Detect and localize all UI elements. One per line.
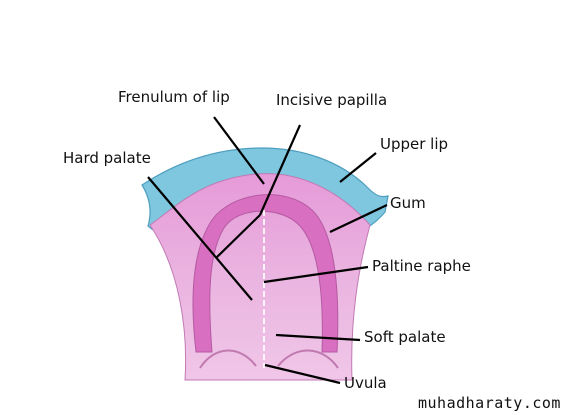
label-upper-lip: Upper lip [380,135,449,153]
label-incisive-papilla: Incisive papilla [276,91,388,109]
leader-raphe [263,265,369,284]
leader-soft-palate [275,333,361,342]
label-frenulum-of-lip: Frenulum of lip [118,88,230,106]
gum-shape [192,194,339,353]
label-hard-palate: Hard palate [63,149,151,167]
label-gum: Gum [390,194,426,212]
leader-gum [329,204,388,233]
soft-palate-curves [199,349,339,369]
leader-frenulum [213,116,265,185]
label-uvula: Uvula [344,374,387,392]
leader-upper-lip [339,152,377,183]
leader-uvula [264,363,341,385]
label-paltine-raphe: Paltine raphe [372,257,471,275]
watermark: muhadharaty.com [418,394,561,412]
leader-incisive-branch [215,214,261,259]
leader-incisive [258,124,302,216]
leader-hard-palate [147,176,253,301]
label-soft-palate: Soft palate [364,328,446,346]
